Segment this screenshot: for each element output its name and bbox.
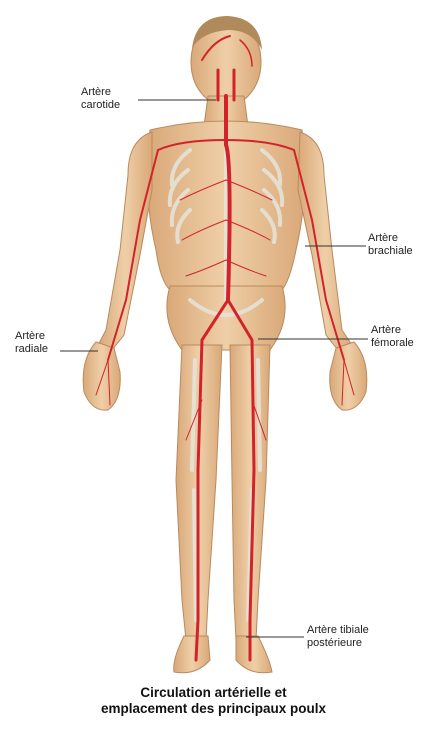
label-radial-artery: Artèreradiale: [15, 330, 48, 356]
figure-caption: Circulation artérielle etemplacement des…: [0, 685, 427, 717]
label-posterior-tibial-artery: Artère tibialepostérieure: [307, 624, 369, 650]
label-carotid-artery: Artèrecarotide: [81, 86, 120, 112]
label-brachial-artery: Artèrebrachiale: [368, 232, 413, 258]
label-femoral-artery: Artèrefémorale: [371, 324, 414, 350]
